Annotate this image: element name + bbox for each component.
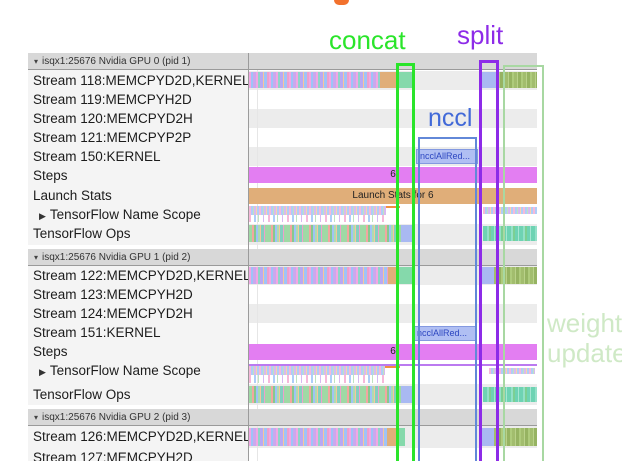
stream-118-split-event[interactable] [481,72,496,88]
row-label-stream-121: Stream 121:MEMCPYP2P [33,130,192,145]
tf-name-scope-subevents-gpu1[interactable] [249,375,385,383]
row-label-text: TensorFlow Name Scope [49,363,201,378]
label-column-gpu0 [28,70,248,245]
nccl-annotation-label: nccl [428,104,473,132]
split-annotation-label: split [457,20,504,50]
collapse-icon[interactable]: ▾ [34,252,39,262]
expand-icon[interactable]: ▶ [39,211,46,221]
launch-stats-bar-gpu0[interactable]: Launch Stats for 6 [249,188,537,204]
row-label-steps-gpu1: Steps [33,344,68,359]
weight-update-annotation-line2: update [547,338,622,368]
clipped-orange-annotation [334,0,349,5]
row-label-stream-119: Stream 119:MEMCPYH2D [33,92,192,107]
tf-name-scope-events-gpu0[interactable] [249,206,386,215]
row-label-stream-127: Stream 127:MEMCPYH2D [33,450,193,461]
section-header-gpu0[interactable]: ▾ isqx1:25676 Nvidia GPU 0 (pid 1) [28,53,537,70]
stream-122-concat-event[interactable] [399,267,414,284]
weight-update-highlight-box [503,65,544,461]
row-label-launch-stats: Launch Stats [33,188,112,203]
row-label-tf-ops-gpu0: TensorFlow Ops [33,226,131,241]
tf-ops-nccl-event-gpu1[interactable] [401,386,412,403]
stream-122-events[interactable] [249,267,388,284]
section-header-gpu1[interactable]: ▾ isqx1:25676 Nvidia GPU 1 (pid 2) [28,249,537,266]
tf-name-scope-right-events-gpu0[interactable] [483,207,537,214]
label-column-gpu2 [28,426,248,461]
stream-118-concat-event[interactable] [397,72,415,88]
row-label-stream-123: Stream 123:MEMCPYH2D [33,287,193,302]
concat-highlight-box [396,63,415,461]
stream-122-split-event[interactable] [481,267,494,284]
row-label-stream-118: Stream 118:MEMCPYD2D,KERNEL,ME [33,73,248,88]
tf-ops-nccl-event-gpu0[interactable] [401,225,412,242]
row-label-tf-name-scope-gpu1[interactable]: ▶TensorFlow Name Scope [33,361,248,380]
row-label-stream-126: Stream 126:MEMCPYD2D,KERNEL,MI [33,429,248,444]
row-label-stream-122: Stream 122:MEMCPYD2D,KERNEL,MI [33,268,248,283]
row-label-stream-120: Stream 120:MEMCPYD2H [33,111,193,126]
collapse-icon[interactable]: ▾ [34,56,39,66]
label-timeline-divider [248,53,249,461]
row-label-tf-ops-gpu1: TensorFlow Ops [33,387,131,402]
row-label-tf-name-scope-gpu0[interactable]: ▶TensorFlow Name Scope [33,205,248,224]
nccl-highlight-box [418,137,477,461]
row-label-stream-124: Stream 124:MEMCPYD2H [33,306,193,321]
row-label-steps-gpu0: Steps [33,168,68,183]
expand-icon[interactable]: ▶ [39,367,46,377]
label-column-gpu1 [28,266,248,405]
stream-126-split-event[interactable] [482,428,494,446]
section-header-label: isqx1:25676 Nvidia GPU 1 (pid 2) [42,251,191,263]
row-label-stream-151: Stream 151:KERNEL [33,325,161,340]
row-bg [249,109,537,128]
nccl-allreduce-bar-gpu0[interactable]: ncclAllRed... [416,149,478,164]
row-label-text: TensorFlow Name Scope [49,207,201,222]
stream-122-memcpy-event[interactable] [388,267,399,284]
section-header-label: isqx1:25676 Nvidia GPU 2 (pid 3) [42,411,191,423]
section-header-gpu2[interactable]: ▾ isqx1:25676 Nvidia GPU 2 (pid 3) [28,409,537,426]
stream-118-memcpy-event[interactable] [380,72,397,88]
steps-bar-gpu1[interactable]: 6 [249,344,537,360]
tf-ops-events-gpu1[interactable] [249,386,401,403]
concat-annotation-label: concat [329,25,406,55]
split-highlight-box [479,60,499,461]
tf-name-scope-right-events-gpu1[interactable] [489,368,535,374]
tf-ops-events-gpu0[interactable] [249,225,401,242]
tf-name-scope-tail-gpu1[interactable] [385,366,400,368]
steps-bar-gpu0[interactable]: 6 [249,167,537,183]
tf-name-scope-tail-gpu0[interactable] [386,206,400,208]
stream-118-events[interactable] [249,72,380,88]
stream-126-memcpy-event[interactable] [387,428,398,446]
row-bg [249,304,537,323]
stream-126-events[interactable] [249,428,387,446]
stream-118-weight-update-events[interactable] [496,72,537,88]
section-header-label: isqx1:25676 Nvidia GPU 0 (pid 1) [42,55,191,67]
tf-name-scope-events-gpu1[interactable] [249,366,385,375]
tf-name-scope-subevents-gpu0[interactable] [249,215,386,222]
weight-update-annotation-line1: weight [547,308,622,338]
stream-126-concat-event[interactable] [398,428,405,446]
steps-underline-gpu1 [249,364,537,366]
collapse-icon[interactable]: ▾ [34,412,39,422]
row-label-stream-150: Stream 150:KERNEL [33,149,161,164]
